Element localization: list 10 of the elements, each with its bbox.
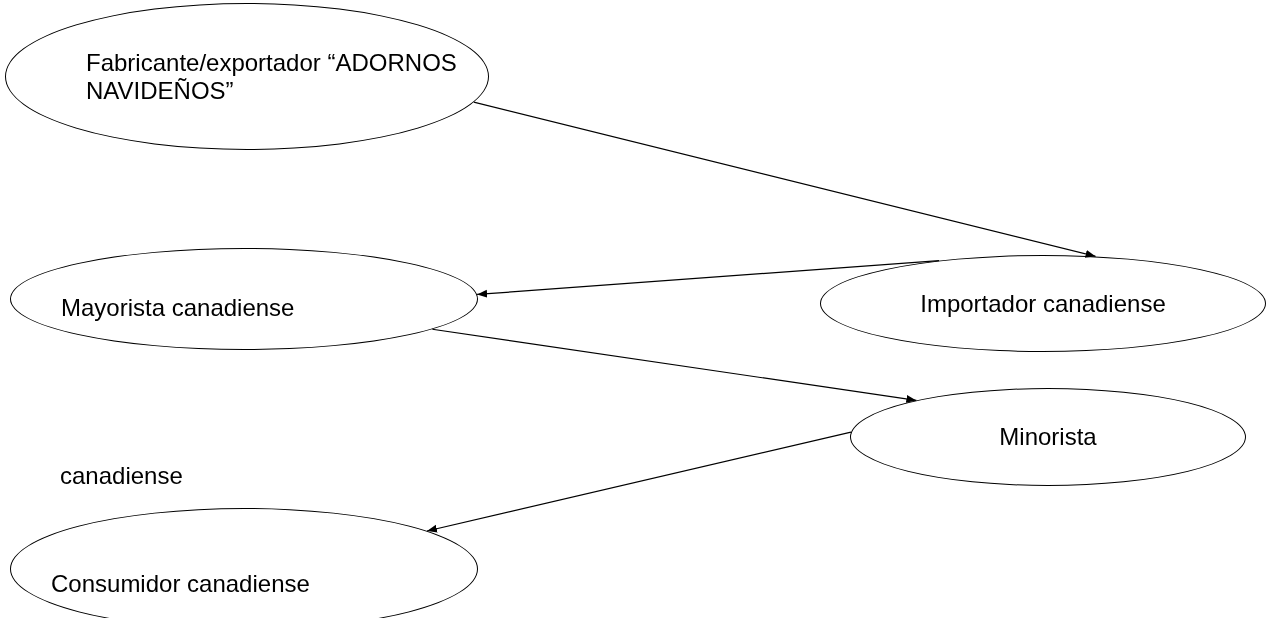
node-label: Consumidor canadiense	[51, 570, 310, 598]
node-label: Minorista	[999, 423, 1097, 451]
text-label: canadiense	[60, 462, 183, 490]
node-label: Mayorista canadiense	[61, 294, 295, 322]
arrow	[426, 431, 852, 533]
arrow	[473, 101, 1097, 258]
ellipse-node	[5, 3, 489, 150]
node-label: Importador canadiense	[920, 289, 1166, 318]
node-label: Fabricante/exportador “ADORNOS NAVIDEÑOS”	[86, 48, 458, 105]
arrow	[431, 328, 917, 403]
